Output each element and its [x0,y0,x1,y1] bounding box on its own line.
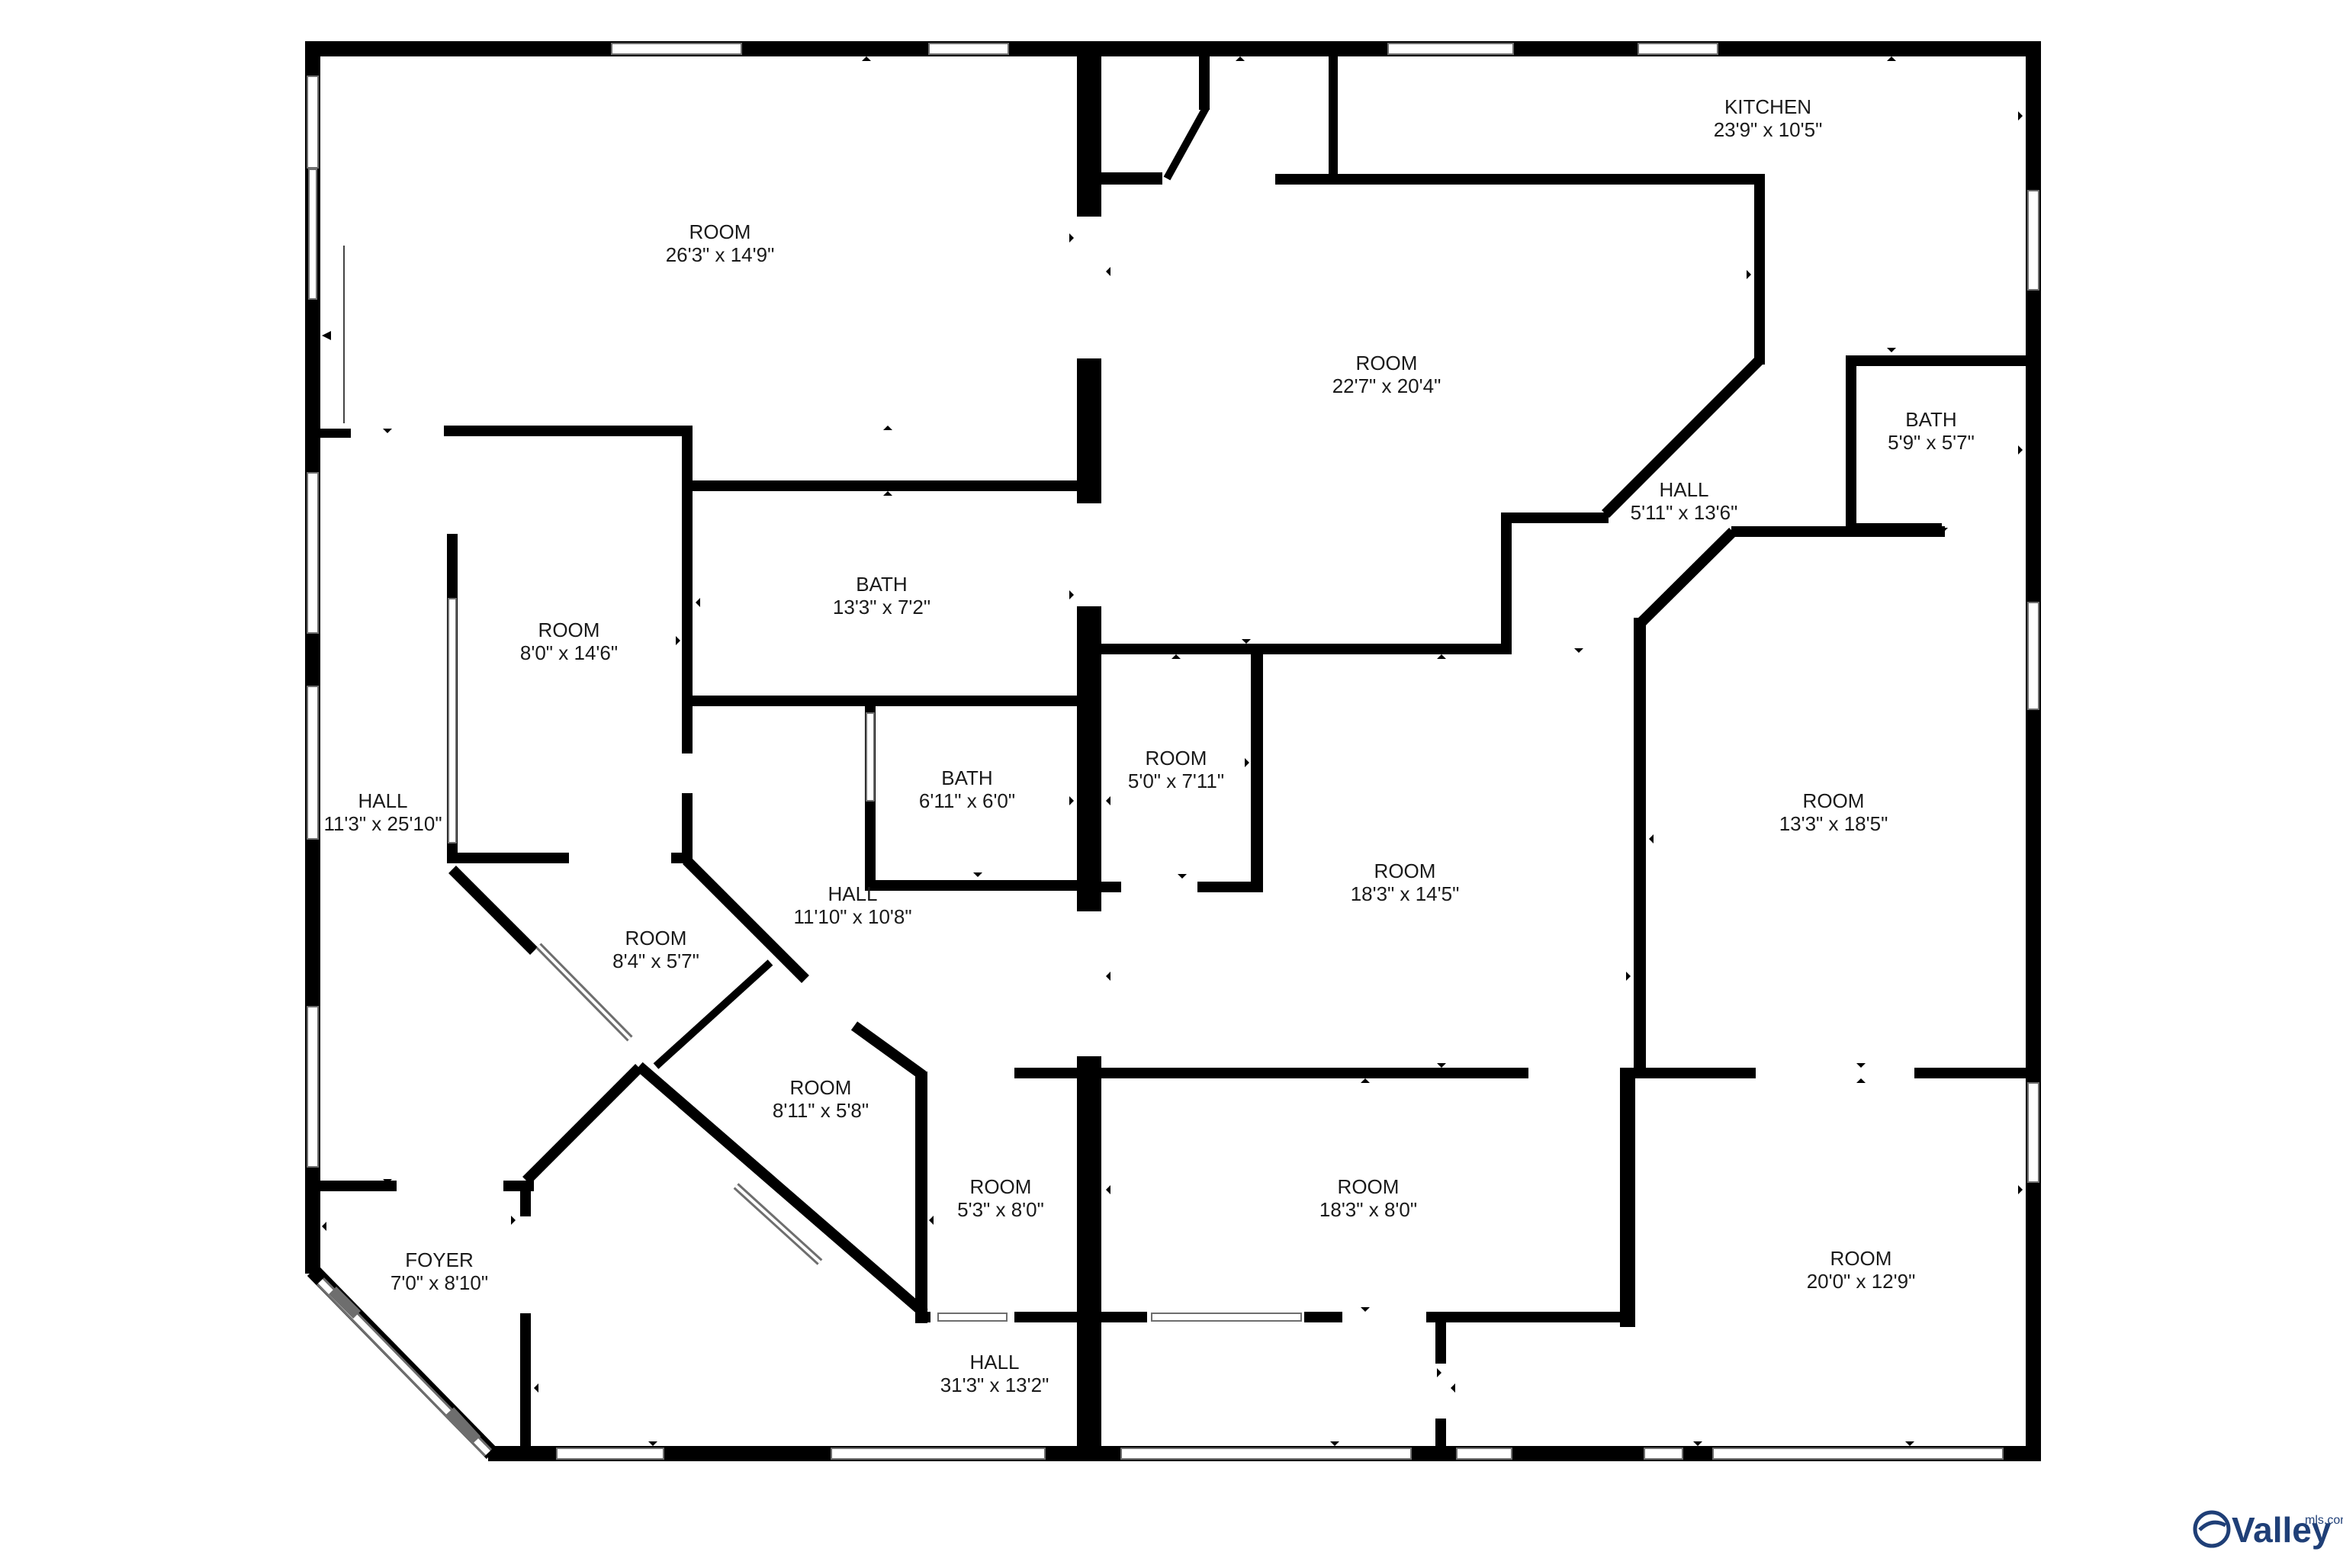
room-label-dims: 8'4" x 5'7" [612,949,699,972]
room-label-name: ROOM [1356,352,1418,374]
room-label-dims: 8'0" x 14'6" [520,641,618,664]
room-label-dims: 6'11" x 6'0" [919,789,1015,812]
room-label-dims: 23'9" x 10'5" [1714,118,1823,141]
logo-brand: Valley [2232,1510,2332,1550]
swoosh-icon [2193,1510,2231,1548]
room-label-dims: 18'3" x 14'5" [1351,882,1460,905]
room-label-name: ROOM [538,619,600,641]
room-label-name: HALL [1659,478,1708,501]
room-label-dims: 26'3" x 14'9" [666,243,775,266]
room-label-name: HALL [969,1351,1019,1374]
interior-walls [320,56,2041,1457]
room-label-name: FOYER [405,1248,474,1271]
exterior-windows [307,43,2039,1460]
room-label-dims: 11'3" x 25'10" [323,812,442,835]
room-label-name: ROOM [1338,1175,1400,1198]
room-label-name: HALL [358,789,407,812]
room-label-dims: 13'3" x 18'5" [1779,812,1888,835]
room-label-dims: 5'9" x 5'7" [1888,431,1975,454]
room-label-name: ROOM [1146,747,1207,770]
room-label-name: KITCHEN [1724,95,1811,118]
room-label-dims: 22'7" x 20'4" [1332,374,1441,397]
room-label-name: HALL [828,882,877,905]
interior-windows [308,169,1302,1444]
room-label-dims: 5'3" x 8'0" [957,1198,1044,1221]
room-label-dims: 11'10" x 10'8" [793,905,911,928]
room-labels: ROOM 26'3" x 14'9" KITCHEN 23'9" x 10'5"… [323,95,1974,1396]
room-label-dims: 8'11" x 5'8" [773,1099,869,1122]
room-label-name: ROOM [1374,860,1436,882]
room-label-dims: 31'3" x 13'2" [940,1374,1049,1396]
room-label-name: BATH [1905,408,1956,431]
room-label-name: ROOM [970,1175,1032,1198]
room-label-name: BATH [856,573,907,596]
room-label-name: ROOM [625,927,687,949]
room-label-name: ROOM [1830,1247,1892,1270]
valley-mls-logo: Valley mls.com [2193,1510,2343,1550]
room-label-dims: 13'3" x 7'2" [833,596,930,619]
door-ticks [322,56,2023,1446]
room-label-name: ROOM [790,1076,852,1099]
logo-sub: mls.com [2305,1514,2343,1527]
room-label-dims: 7'0" x 8'10" [390,1271,488,1294]
room-label-dims: 20'0" x 12'9" [1807,1270,1916,1293]
room-label-name: ROOM [1803,789,1865,812]
room-label-name: ROOM [689,220,751,243]
room-label-dims: 5'0" x 7'11" [1128,770,1224,792]
room-label-name: BATH [941,766,992,789]
room-label-dims: 5'11" x 13'6" [1631,501,1738,524]
room-label-dims: 18'3" x 8'0" [1319,1198,1417,1221]
